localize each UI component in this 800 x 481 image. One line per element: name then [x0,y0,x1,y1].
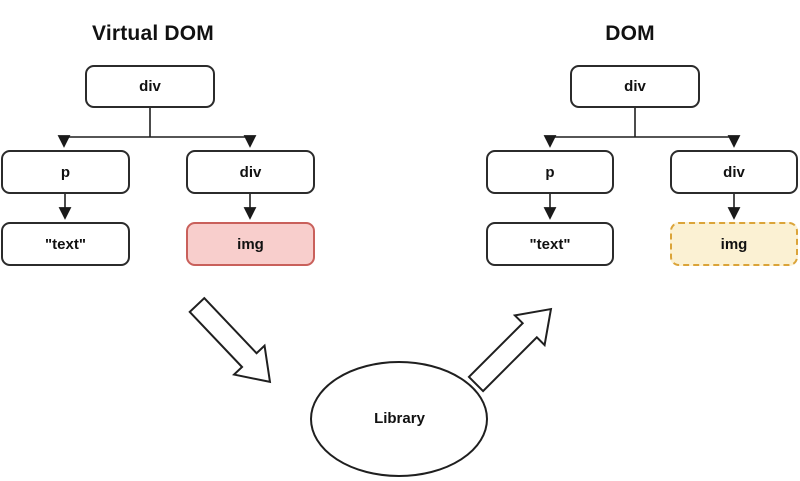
library-label: Library [374,410,425,427]
dom-child-div-node: div [670,150,798,194]
virtual-dom-title: Virtual DOM [92,22,214,45]
library-ellipse [310,361,488,477]
dom-p-node: p [486,150,614,194]
dom-img-node-patched: img [670,222,798,266]
left-tree-connectors [57,108,257,220]
virtual-dom-img-node-changed: img [186,222,315,266]
dom-title: DOM [605,22,655,45]
virtual-dom-child-div-node: div [186,150,315,194]
virtual-dom-text-node: "text" [1,222,130,266]
diff-to-library-arrow [188,296,272,384]
dom-root-div-node: div [570,65,700,108]
virtual-dom-p-node: p [1,150,130,194]
right-tree-connectors [543,108,741,220]
virtual-dom-root-div-node: div [85,65,215,108]
library-to-dom-arrow [467,307,553,393]
dom-text-node: "text" [486,222,614,266]
